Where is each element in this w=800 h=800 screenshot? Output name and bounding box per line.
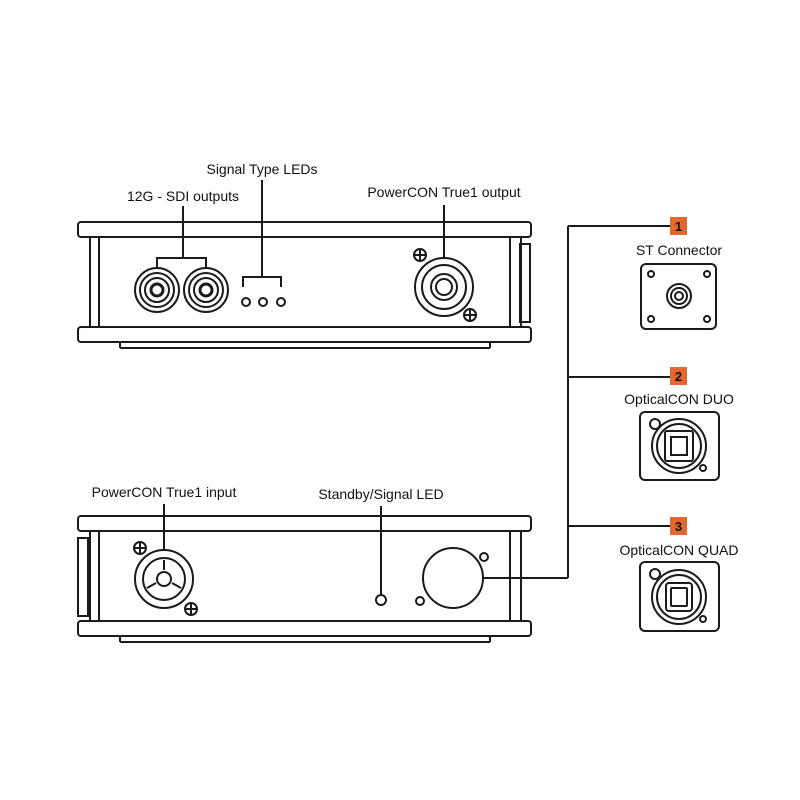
badge-1-bg	[670, 217, 687, 235]
badge-2-bg	[670, 367, 687, 385]
signal-type-leds	[241, 297, 286, 307]
badge-1: 1	[670, 217, 687, 235]
standby-led	[375, 594, 387, 606]
powercon-input-label: PowerCON True1 input	[92, 484, 237, 500]
sdi-output-1-icon	[134, 267, 180, 313]
badge-2-number: 2	[675, 369, 682, 384]
option-1-label: ST Connector	[636, 242, 722, 258]
badge-3-number: 3	[675, 519, 682, 534]
sdi-outputs-label: 12G - SDI outputs	[127, 188, 239, 204]
sdi-bracket	[156, 257, 207, 268]
standby-led-label: Standby/Signal LED	[318, 486, 443, 502]
powercon-input-icon	[133, 541, 198, 616]
bottom-unit	[77, 504, 532, 643]
option-2-label: OpticalCON DUO	[624, 391, 734, 407]
st-connector-icon	[640, 263, 717, 330]
badge-1-number: 1	[675, 219, 682, 234]
badge-3-bg	[670, 517, 687, 535]
signal-type-leds-label: Signal Type LEDs	[206, 161, 317, 177]
option-3-label: OpticalCON QUAD	[619, 542, 738, 558]
badge-2: 2	[670, 367, 687, 385]
led-bracket	[242, 276, 282, 287]
powercon-output-icon	[413, 248, 477, 322]
connection-lines	[483, 225, 670, 579]
top-unit	[77, 180, 532, 349]
opticalcon-quad-icon	[639, 561, 720, 632]
opticalcon-duo-icon	[639, 411, 720, 481]
sdi-output-2-icon	[183, 267, 229, 313]
powercon-output-label: PowerCON True1 output	[367, 184, 520, 200]
fibre-connector-mount	[415, 547, 489, 609]
badge-3: 3	[670, 517, 687, 535]
